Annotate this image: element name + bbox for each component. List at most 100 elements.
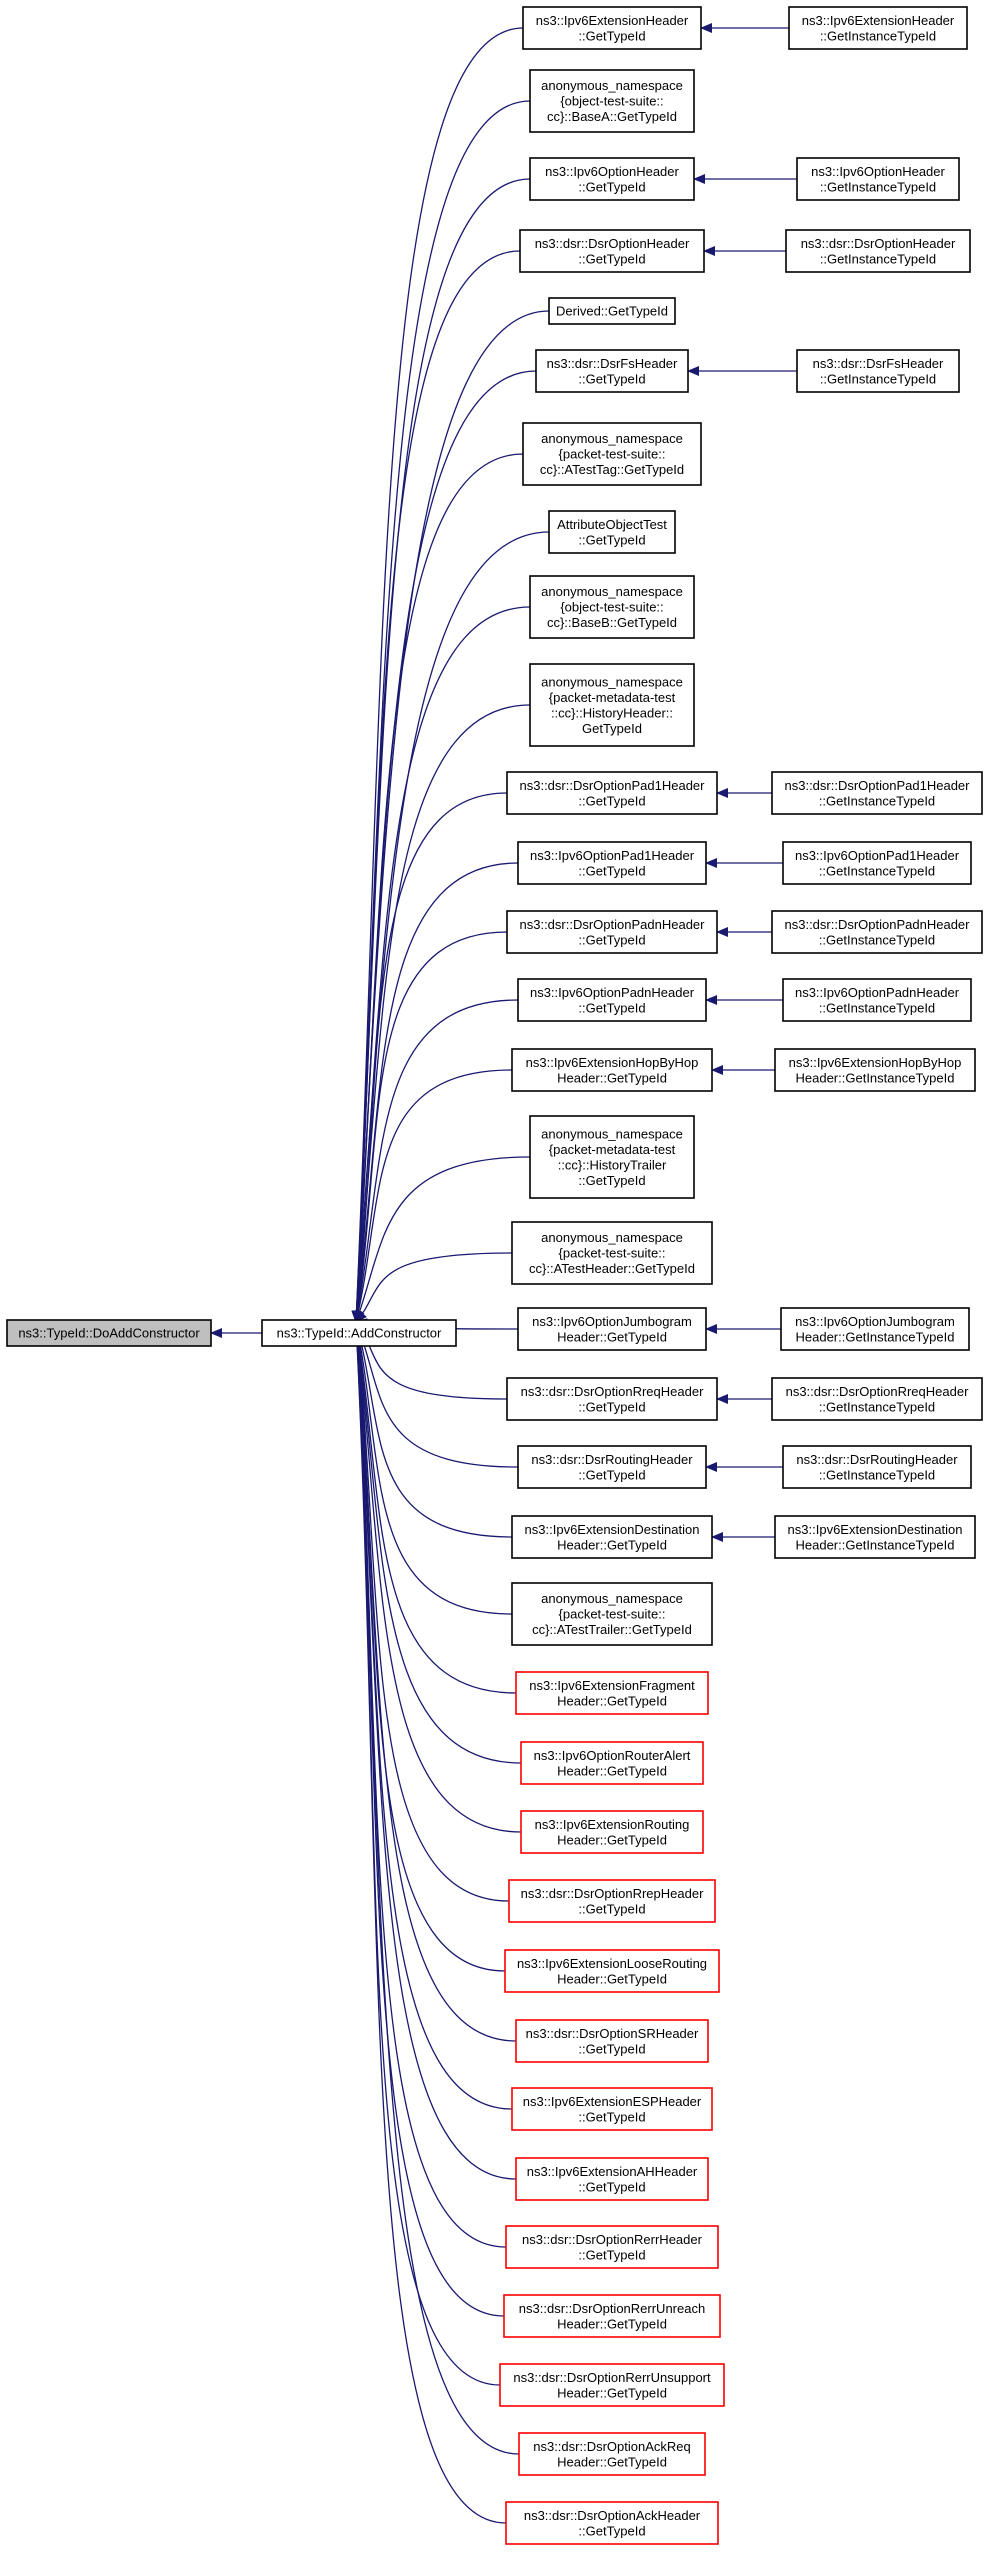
caller-node[interactable]: anonymous_namespace{packet-test-suite::c… (522, 422, 702, 486)
instance-node[interactable]: ns3::Ipv6OptionPadnHeader::GetInstanceTy… (782, 978, 972, 1022)
caller-node[interactable]: ns3::Ipv6ExtensionHeader::GetTypeId (522, 6, 702, 50)
caller-node[interactable]: AttributeObjectTest::GetTypeId (548, 510, 676, 554)
instance-node[interactable]: ns3::dsr::DsrOptionHeader::GetInstanceTy… (785, 229, 971, 273)
node-label: ::GetTypeId (578, 863, 645, 878)
edge-c34-to-hub (351, 1321, 507, 2524)
node-label: Header::GetInstanceTypeId (796, 1537, 955, 1552)
edge-c14-to-hub (353, 1069, 513, 1323)
node-label: {packet-metadata-test (549, 1142, 676, 1157)
node-label: ns3::dsr::DsrOptionPadnHeader (520, 917, 706, 932)
caller-node[interactable]: ns3::dsr::DsrOptionRerrUnreachHeader::Ge… (503, 2294, 721, 2338)
hub-node-box (261, 1319, 457, 1347)
node-label: {packet-test-suite:: (559, 1607, 666, 1622)
node-label: ns3::dsr::DsrOptionPadnHeader (785, 917, 971, 932)
hub-node[interactable]: ns3::TypeId::AddConstructor (261, 1319, 457, 1347)
instance-node[interactable]: ns3::Ipv6OptionPad1Header::GetInstanceTy… (782, 841, 972, 885)
caller-node[interactable]: ns3::Ipv6ExtensionESPHeader::GetTypeId (511, 2087, 713, 2131)
caller-node[interactable]: ns3::dsr::DsrOptionRerrUnsupportHeader::… (499, 2363, 725, 2407)
node-label: ::GetTypeId (578, 2109, 645, 2124)
caller-node[interactable]: ns3::dsr::DsrOptionRrepHeader::GetTypeId (508, 1879, 716, 1923)
edge-c27-to-hub (351, 1321, 517, 2042)
caller-node[interactable]: anonymous_namespace{object-test-suite::c… (529, 69, 695, 133)
caller-node[interactable]: ns3::Ipv6OptionPadnHeader::GetTypeId (517, 978, 707, 1022)
caller-node[interactable]: ns3::dsr::DsrOptionRreqHeader::GetTypeId (506, 1377, 718, 1421)
node-label: ns3::dsr::DsrRoutingHeader (796, 1452, 958, 1467)
node-label: Header::GetTypeId (557, 1693, 667, 1708)
caller-node[interactable]: ns3::dsr::DsrRoutingHeader::GetTypeId (517, 1445, 707, 1489)
caller-node[interactable]: ns3::Ipv6ExtensionDestinationHeader::Get… (511, 1515, 713, 1559)
node-label: ns3::Ipv6OptionJumbogram (532, 1314, 692, 1329)
node-label: ns3::dsr::DsrOptionRerrUnreach (519, 2301, 705, 2316)
caller-node-box (515, 1671, 709, 1715)
instance-node-box (780, 1307, 970, 1351)
caller-node[interactable]: ns3::dsr::DsrOptionAckReqHeader::GetType… (518, 2432, 706, 2476)
instance-node-box (771, 771, 983, 815)
caller-node[interactable]: ns3::Ipv6OptionHeader::GetTypeId (529, 157, 695, 201)
caller-node[interactable]: ns3::dsr::DsrOptionSRHeader::GetTypeId (515, 2019, 709, 2063)
node-layer: ns3::TypeId::DoAddConstructor ns3::TypeId… (6, 6, 983, 2545)
node-label: ns3::dsr::DsrOptionRrepHeader (521, 1886, 704, 1901)
caller-node[interactable]: ns3::dsr::DsrOptionRerrHeader::GetTypeId (505, 2225, 719, 2269)
edge-c19-to-hub (355, 1321, 519, 1468)
instance-node-box (774, 1048, 976, 1092)
edge-c24-to-hub (352, 1321, 522, 1833)
root-node[interactable]: ns3::TypeId::DoAddConstructor (6, 1319, 212, 1347)
caller-node[interactable]: ns3::dsr::DsrFsHeader::GetTypeId (535, 349, 689, 393)
caller-node[interactable]: anonymous_namespace{object-test-suite::c… (529, 575, 695, 639)
caller-node-box (518, 2432, 706, 2476)
caller-node-box (506, 1377, 718, 1421)
caller-node[interactable]: ns3::dsr::DsrOptionPadnHeader::GetTypeId (506, 910, 718, 954)
caller-node-box (511, 1515, 713, 1559)
node-label: ns3::dsr::DsrOptionAckReq (533, 2439, 691, 2454)
instance-node[interactable]: ns3::Ipv6ExtensionDestinationHeader::Get… (774, 1515, 976, 1559)
caller-node[interactable]: Derived::GetTypeId (548, 297, 676, 325)
node-label: ns3::dsr::DsrOptionRerrUnsupport (513, 2370, 711, 2385)
node-label: ns3::Ipv6OptionPad1Header (530, 848, 695, 863)
edge-c2-to-hub (351, 178, 531, 1323)
caller-node[interactable]: ns3::Ipv6ExtensionAHHeader::GetTypeId (515, 2157, 709, 2201)
caller-node[interactable]: ns3::Ipv6OptionPad1Header::GetTypeId (517, 841, 707, 885)
caller-node[interactable]: ns3::Ipv6ExtensionRoutingHeader::GetType… (520, 1810, 704, 1854)
edge-c13-to-hub (353, 999, 519, 1323)
instance-node[interactable]: ns3::Ipv6ExtensionHeader::GetInstanceTyp… (788, 6, 968, 50)
caller-node-box (515, 2157, 709, 2201)
instance-node[interactable]: ns3::dsr::DsrOptionRreqHeader::GetInstan… (771, 1377, 983, 1421)
caller-node[interactable]: ns3::Ipv6ExtensionHopByHopHeader::GetTyp… (511, 1048, 713, 1092)
caller-node[interactable]: anonymous_namespace{packet-metadata-test… (529, 663, 695, 747)
caller-node[interactable]: ns3::Ipv6ExtensionFragmentHeader::GetTyp… (515, 1671, 709, 1715)
caller-node[interactable]: ns3::dsr::DsrOptionPad1Header::GetTypeId (506, 771, 718, 815)
caller-node[interactable]: ns3::Ipv6OptionRouterAlertHeader::GetTyp… (520, 1741, 704, 1785)
node-label: ::GetInstanceTypeId (819, 1399, 935, 1414)
caller-node[interactable]: ns3::dsr::DsrOptionHeader::GetTypeId (519, 229, 705, 273)
node-label: cc}::ATestTag::GetTypeId (540, 462, 684, 477)
instance-node[interactable]: ns3::dsr::DsrRoutingHeader::GetInstanceT… (782, 1445, 972, 1489)
instance-node[interactable]: ns3::Ipv6ExtensionHopByHopHeader::GetIns… (774, 1048, 976, 1092)
edge-c30-to-hub (351, 1321, 507, 2248)
caller-node[interactable]: ns3::Ipv6ExtensionLooseRoutingHeader::Ge… (504, 1949, 720, 1993)
node-label: ::GetInstanceTypeId (819, 793, 935, 808)
node-label: ns3::Ipv6ExtensionHopByHop (789, 1055, 962, 1070)
node-label: ns3::Ipv6ExtensionFragment (529, 1678, 695, 1693)
instance-node[interactable]: ns3::Ipv6OptionHeader::GetInstanceTypeId (796, 157, 960, 201)
node-label: Header::GetInstanceTypeId (796, 1070, 955, 1085)
caller-node-box (506, 910, 718, 954)
caller-node[interactable]: ns3::dsr::DsrOptionAckHeader::GetTypeId (505, 2501, 719, 2545)
caller-node-box (529, 69, 695, 133)
node-label: ::GetTypeId (578, 2041, 645, 2056)
node-label: Header::GetTypeId (557, 1832, 667, 1847)
caller-node[interactable]: ns3::Ipv6OptionJumbogramHeader::GetTypeI… (517, 1307, 707, 1351)
node-label: ns3::dsr::DsrOptionHeader (535, 236, 690, 251)
node-label: {packet-test-suite:: (559, 1246, 666, 1261)
node-label: ::GetTypeId (578, 2179, 645, 2194)
node-label: ns3::Ipv6ExtensionHopByHop (526, 1055, 699, 1070)
instance-node[interactable]: ns3::dsr::DsrOptionPad1Header::GetInstan… (771, 771, 983, 815)
caller-node[interactable]: anonymous_namespace{packet-test-suite::c… (511, 1582, 713, 1646)
instance-node[interactable]: ns3::dsr::DsrOptionPadnHeader::GetInstan… (771, 910, 983, 954)
caller-node[interactable]: anonymous_namespace{packet-metadata-test… (529, 1115, 695, 1199)
node-label: ::GetTypeId (578, 179, 645, 194)
node-label: {object-test-suite:: (560, 94, 663, 109)
caller-node[interactable]: anonymous_namespace{packet-test-suite::c… (511, 1221, 713, 1285)
instance-node[interactable]: ns3::Ipv6OptionJumbogramHeader::GetInsta… (780, 1307, 970, 1351)
instance-node[interactable]: ns3::dsr::DsrFsHeader::GetInstanceTypeId (796, 349, 960, 393)
node-label: Header::GetTypeId (557, 2454, 667, 2469)
